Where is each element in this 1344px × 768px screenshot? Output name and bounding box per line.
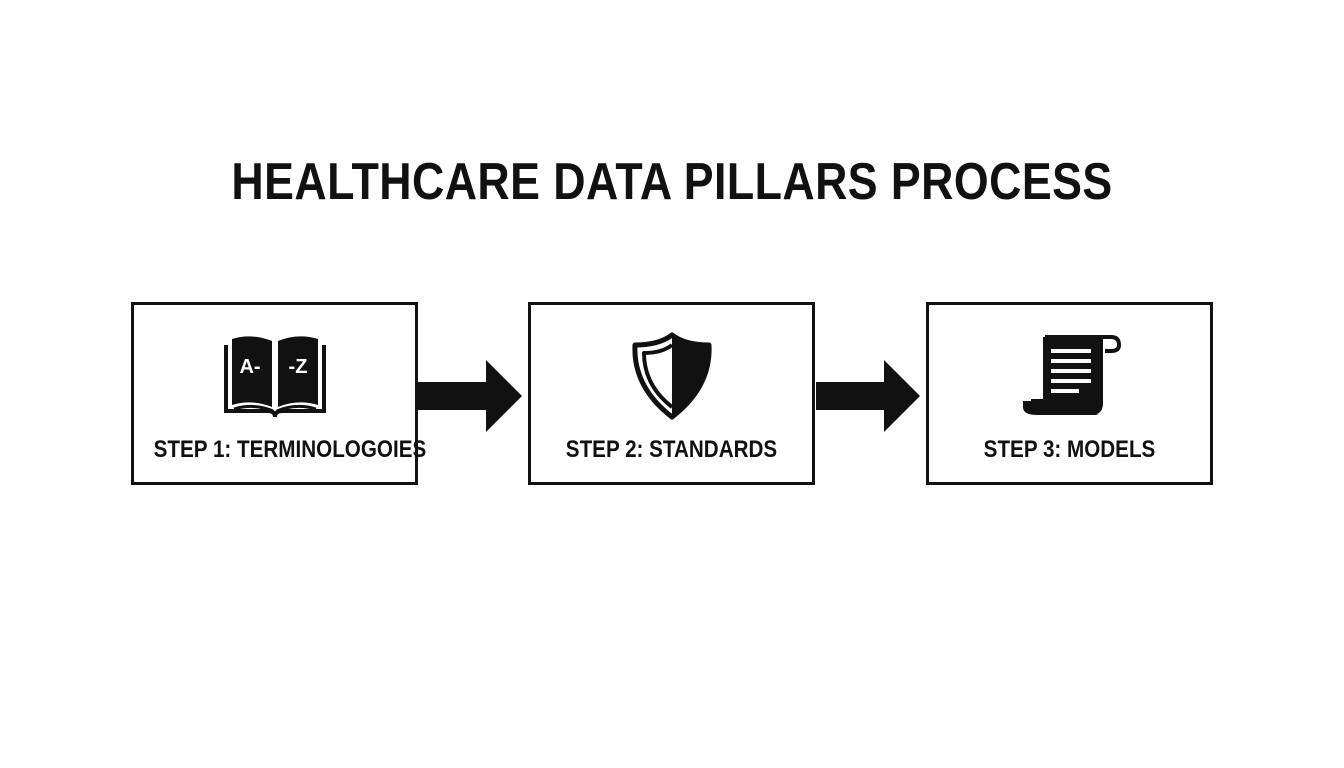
book-icon-text-right: -Z (288, 356, 307, 378)
step-3-label: STEP 3: MODELS (983, 436, 1156, 463)
step-1-label: STEP 1: TERMINOLOGOIES (153, 436, 427, 463)
step-2-box: STEP 2: STANDARDS (528, 302, 815, 485)
book-icon: A- -Z (220, 331, 330, 421)
scroll-icon (1015, 331, 1125, 421)
step-1-box: A- -Z STEP 1: TERMINOLOGOIES (131, 302, 427, 485)
book-icon-text-left: A- (239, 356, 260, 378)
shield-icon (617, 331, 727, 421)
arrow-right-icon (418, 360, 528, 432)
step-2-label: STEP 2: STANDARDS (565, 436, 778, 463)
step-3-box: STEP 3: MODELS (926, 302, 1213, 485)
diagram-title: HEALTHCARE DATA PILLARS PROCESS (231, 153, 1113, 211)
arrow-right-icon (816, 360, 926, 432)
